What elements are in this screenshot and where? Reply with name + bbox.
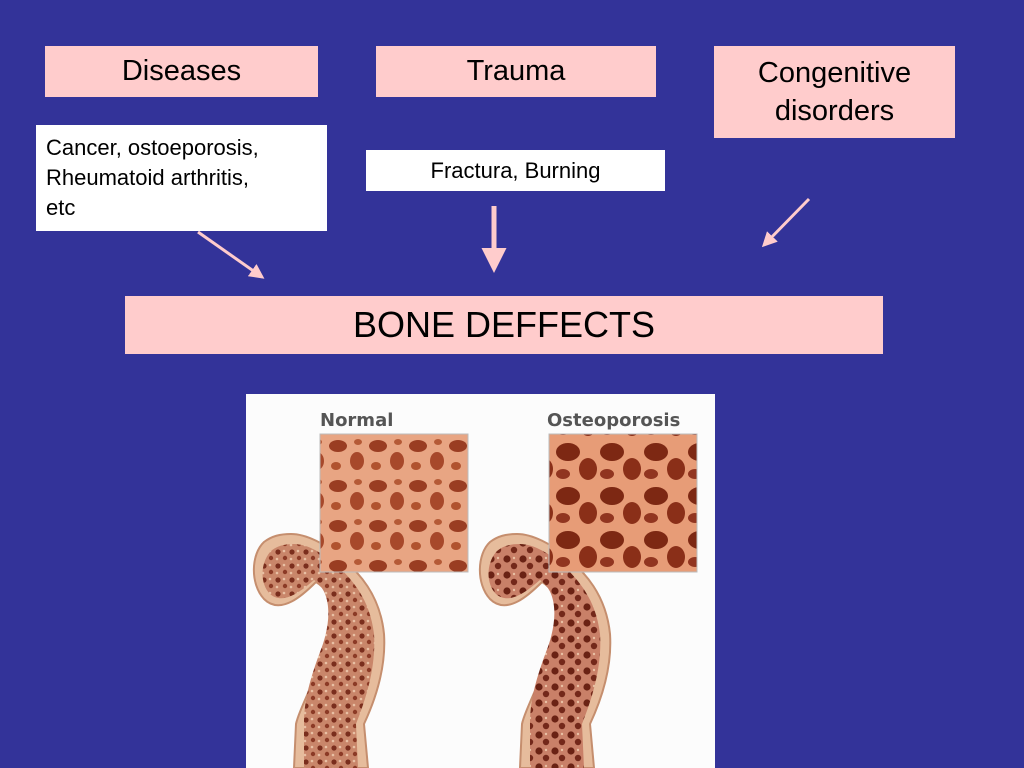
diseases-box: Diseases xyxy=(45,46,318,97)
congenital-title-line-2: disorders xyxy=(774,95,895,127)
trauma-description: Fractura, Burning xyxy=(430,158,601,183)
arrow-congenital-to-bone xyxy=(761,197,811,248)
bone-comparison-illustration: Normal Osteoporosis xyxy=(246,394,715,768)
trauma-description-box: Fractura, Burning xyxy=(366,150,665,191)
osteoporosis-label: Osteoporosis xyxy=(547,410,681,431)
osteoporosis-femur xyxy=(478,532,612,768)
diseases-description-line-2: Rheumatoid arthritis, xyxy=(46,165,249,190)
trauma-box: Trauma xyxy=(376,46,656,97)
bone-illustration-graphic xyxy=(252,433,698,768)
normal-trabecular-closeup xyxy=(319,433,469,573)
bone-defects-title: BONE DEFFECTS xyxy=(352,304,656,345)
diseases-title: Diseases xyxy=(121,55,242,87)
congenital-title-line-1: Congenitive xyxy=(757,57,912,89)
congenital-disorders-box: Congenitive disorders xyxy=(714,46,955,138)
diseases-description-box: Cancer, ostoeporosis, Rheumatoid arthrit… xyxy=(36,125,327,231)
normal-label: Normal xyxy=(320,410,394,431)
trauma-title: Trauma xyxy=(466,55,566,87)
bone-defects-box: BONE DEFFECTS xyxy=(125,296,883,354)
arrow-diseases-to-bone xyxy=(197,230,265,279)
diseases-description-line-3: etc xyxy=(46,195,76,220)
osteoporosis-trabecular-closeup xyxy=(548,433,698,573)
diseases-description-line-1: Cancer, ostoeporosis, xyxy=(46,135,259,160)
normal-femur xyxy=(252,532,386,768)
